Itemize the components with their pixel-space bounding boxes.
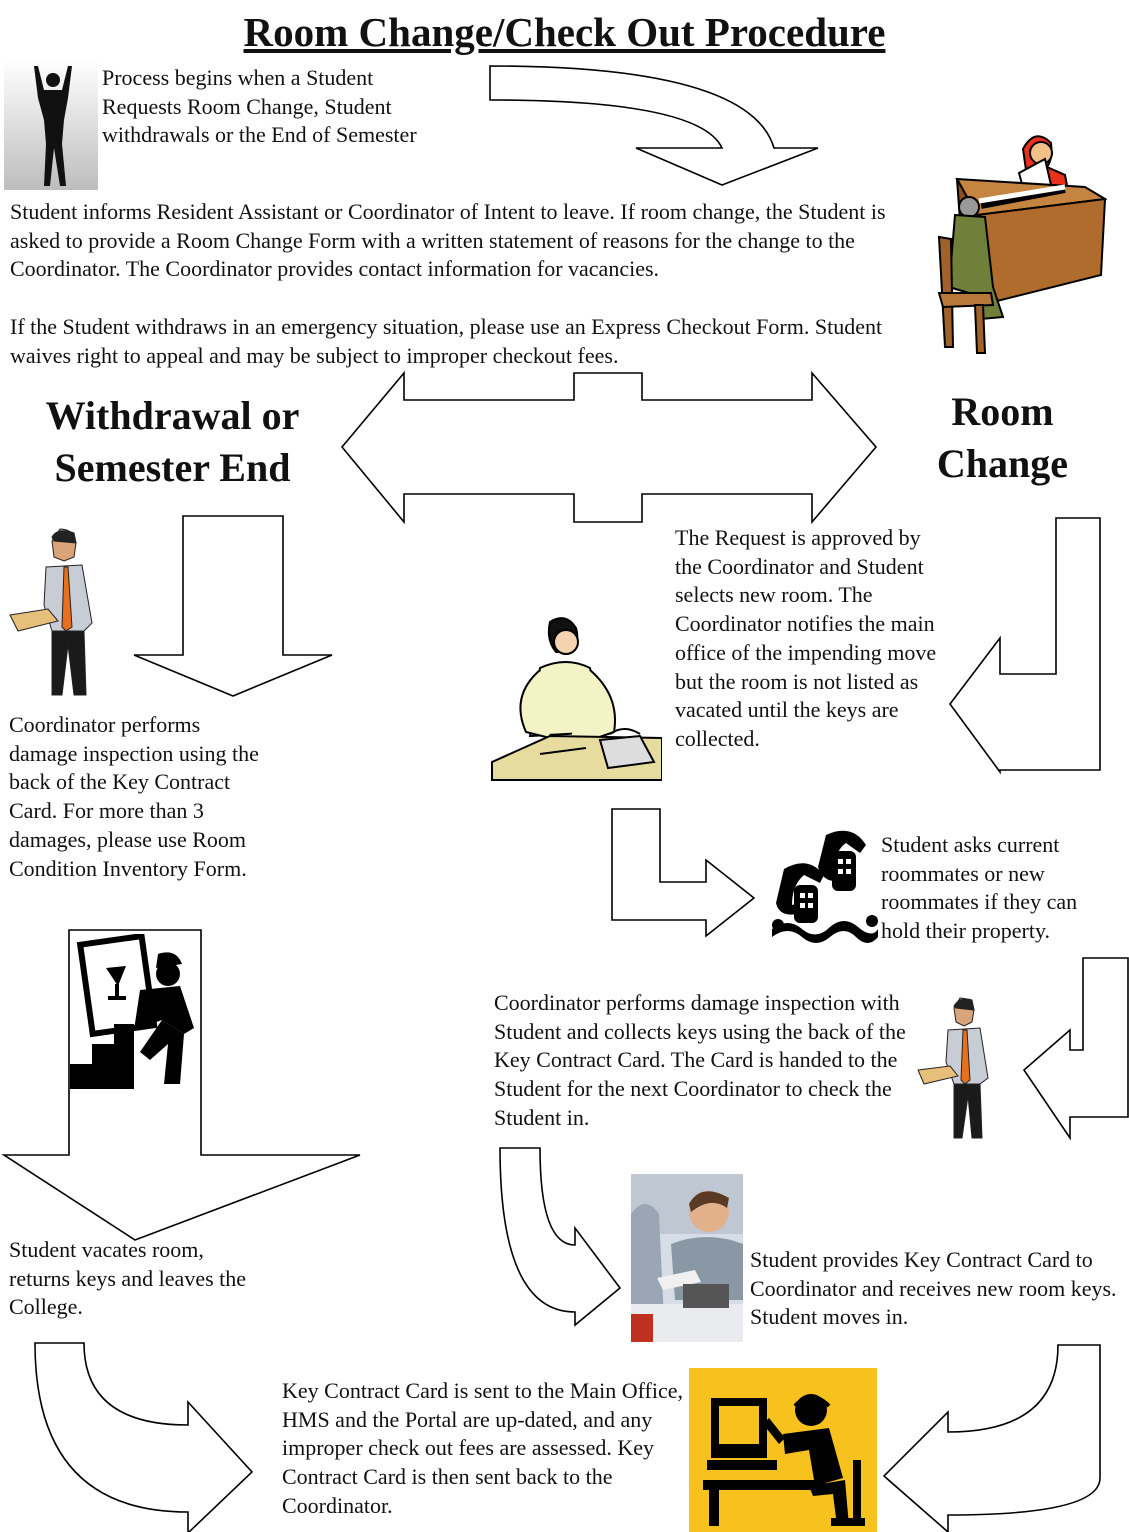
heading-room-change-line1: Room	[951, 389, 1054, 434]
meeting-desk-icon	[937, 135, 1107, 354]
arrow-curve-left-final	[34, 1342, 254, 1532]
step-final: Key Contract Card is sent to the Main Of…	[282, 1378, 683, 1518]
arrow-bend-right-1	[949, 517, 1101, 775]
arrow-bend-right-2	[1022, 957, 1129, 1141]
coordinator-clipboard-icon	[9, 528, 93, 696]
step-vacates: Student vacates room, returns keys and l…	[9, 1237, 247, 1320]
heading-room-change-line2: Change	[936, 441, 1069, 486]
coordinator-clipboard-icon-2	[917, 997, 989, 1139]
heading-withdrawal: Withdrawal or Semester End	[10, 390, 335, 494]
key-handover-photo-icon	[631, 1174, 743, 1342]
step-inform: Student informs Resident Assistant or Co…	[10, 199, 886, 282]
step-damage-left: Coordinator performs damage inspection u…	[9, 712, 259, 881]
heading-withdrawal-line1: Withdrawal or	[45, 393, 300, 438]
telephones-icon	[772, 830, 878, 943]
arrow-curve-right-final	[882, 1344, 1101, 1532]
mover-icon	[70, 934, 200, 1089]
heading-room-change: Room Change	[900, 386, 1105, 490]
heading-withdrawal-line2: Semester End	[54, 445, 291, 490]
arrow-split-both	[340, 370, 878, 525]
arrow-down-left-1	[133, 515, 333, 697]
arrow-bend-to-phones	[611, 808, 756, 938]
arrow-top-curve	[489, 65, 819, 186]
step-approved: The Request is approved by the Coordinat…	[675, 525, 937, 751]
student-silhouette-icon	[4, 60, 98, 190]
step-start: Process begins when a Student Requests R…	[102, 65, 417, 148]
step-provides: Student provides Key Contract Card to Co…	[750, 1247, 1117, 1330]
step-roommates: Student asks current roommates or new ro…	[881, 832, 1078, 944]
step-damage-right: Coordinator performs damage inspection w…	[494, 990, 906, 1130]
arrow-curve-to-handover	[499, 1147, 622, 1327]
computer-operator-icon	[689, 1368, 877, 1532]
woman-phone-desk-icon	[491, 617, 662, 781]
step-emergency: If the Student withdraws in an emergency…	[10, 314, 883, 368]
page-title: Room Change/Check Out Procedure	[243, 9, 886, 55]
